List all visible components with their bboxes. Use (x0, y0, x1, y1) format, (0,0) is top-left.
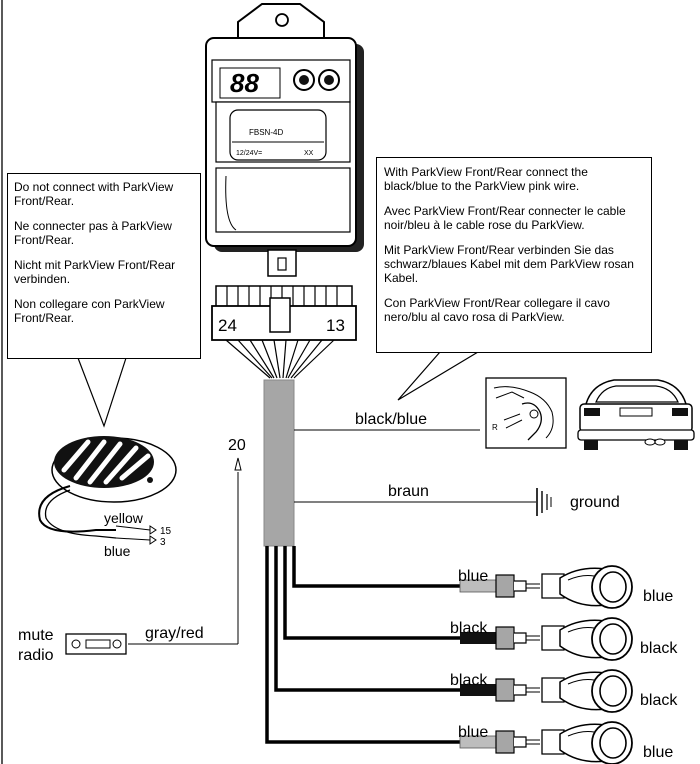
buzzer-yellow-label: yellow (104, 510, 144, 526)
gray-red-label: gray/red (145, 625, 204, 642)
control-module (205, 3, 364, 277)
code-text: XX (304, 150, 314, 157)
callout-left-fr: Ne connecter pas à ParkView Front/Rear. (14, 219, 172, 247)
callout-right-fr: Avec ParkView Front/Rear connecter le ca… (384, 204, 626, 232)
callout-left-de: Nicht mit ParkView Front/Rear verbinden. (14, 258, 176, 286)
callout-right-de: Mit ParkView Front/Rear verbinden Sie da… (384, 243, 634, 285)
sensor-2-wire-label: black (450, 620, 488, 637)
pin-connector (211, 285, 357, 379)
sensor-3 (460, 669, 633, 713)
radio-label: radio (18, 647, 54, 664)
callout-left: Do not connect with ParkView Front/Rear.… (7, 173, 201, 359)
ground-symbol (520, 488, 552, 516)
buzzer-pin15-label: 15 (160, 526, 172, 537)
ground-label: ground (570, 494, 620, 511)
wire-black-blue-label: black/blue (355, 411, 427, 428)
mute-radio-connector (65, 633, 127, 655)
model-label (229, 109, 327, 161)
segment-display: 88 (230, 68, 259, 98)
pin-20-terminal (234, 457, 242, 471)
sensor-3-label: black (640, 692, 678, 709)
sensor-wires (265, 546, 462, 744)
callout-right-en: With ParkView Front/Rear connect the bla… (384, 165, 588, 193)
sensor-3-wire-label: black (450, 672, 488, 689)
reverse-label: R (492, 423, 498, 432)
callout-left-it: Non collegare con ParkView Front/Rear. (14, 297, 165, 325)
sensor-2 (460, 617, 633, 661)
buzzer-icon (38, 436, 177, 545)
buzzer-blue-label: blue (104, 543, 131, 559)
buzzer-pin3-label: 3 (160, 537, 166, 548)
callout-right-it: Con ParkView Front/Rear collegare il cav… (384, 296, 610, 324)
main-cable (263, 379, 295, 547)
mount-hole (275, 13, 289, 27)
pin-24-label: 24 (218, 316, 237, 335)
car-rear-icon (577, 379, 695, 450)
reverse-gear-icon (485, 377, 567, 449)
sensor-4-label: blue (643, 744, 673, 761)
sensor-1-label: blue (643, 588, 673, 605)
sensor-2-label: black (640, 640, 678, 657)
wire-braun-label: braun (388, 483, 429, 500)
sensor-4-wire-label: blue (458, 724, 488, 741)
voltage-text: 12/24V= (236, 150, 262, 157)
model-text: FBSN-4D (249, 128, 283, 137)
sensor-4 (459, 721, 633, 764)
sensor-1-wire-label: blue (458, 568, 488, 585)
pin-13-label: 13 (326, 316, 345, 335)
callout-left-en: Do not connect with ParkView Front/Rear. (14, 180, 174, 208)
mute-label: mute (18, 627, 54, 644)
pin-20-label: 20 (228, 437, 246, 454)
callout-left-pointer (77, 357, 127, 428)
callout-right: With ParkView Front/Rear connect the bla… (376, 157, 652, 353)
callout-right-pointer (397, 351, 479, 401)
sensor-1 (459, 565, 633, 609)
